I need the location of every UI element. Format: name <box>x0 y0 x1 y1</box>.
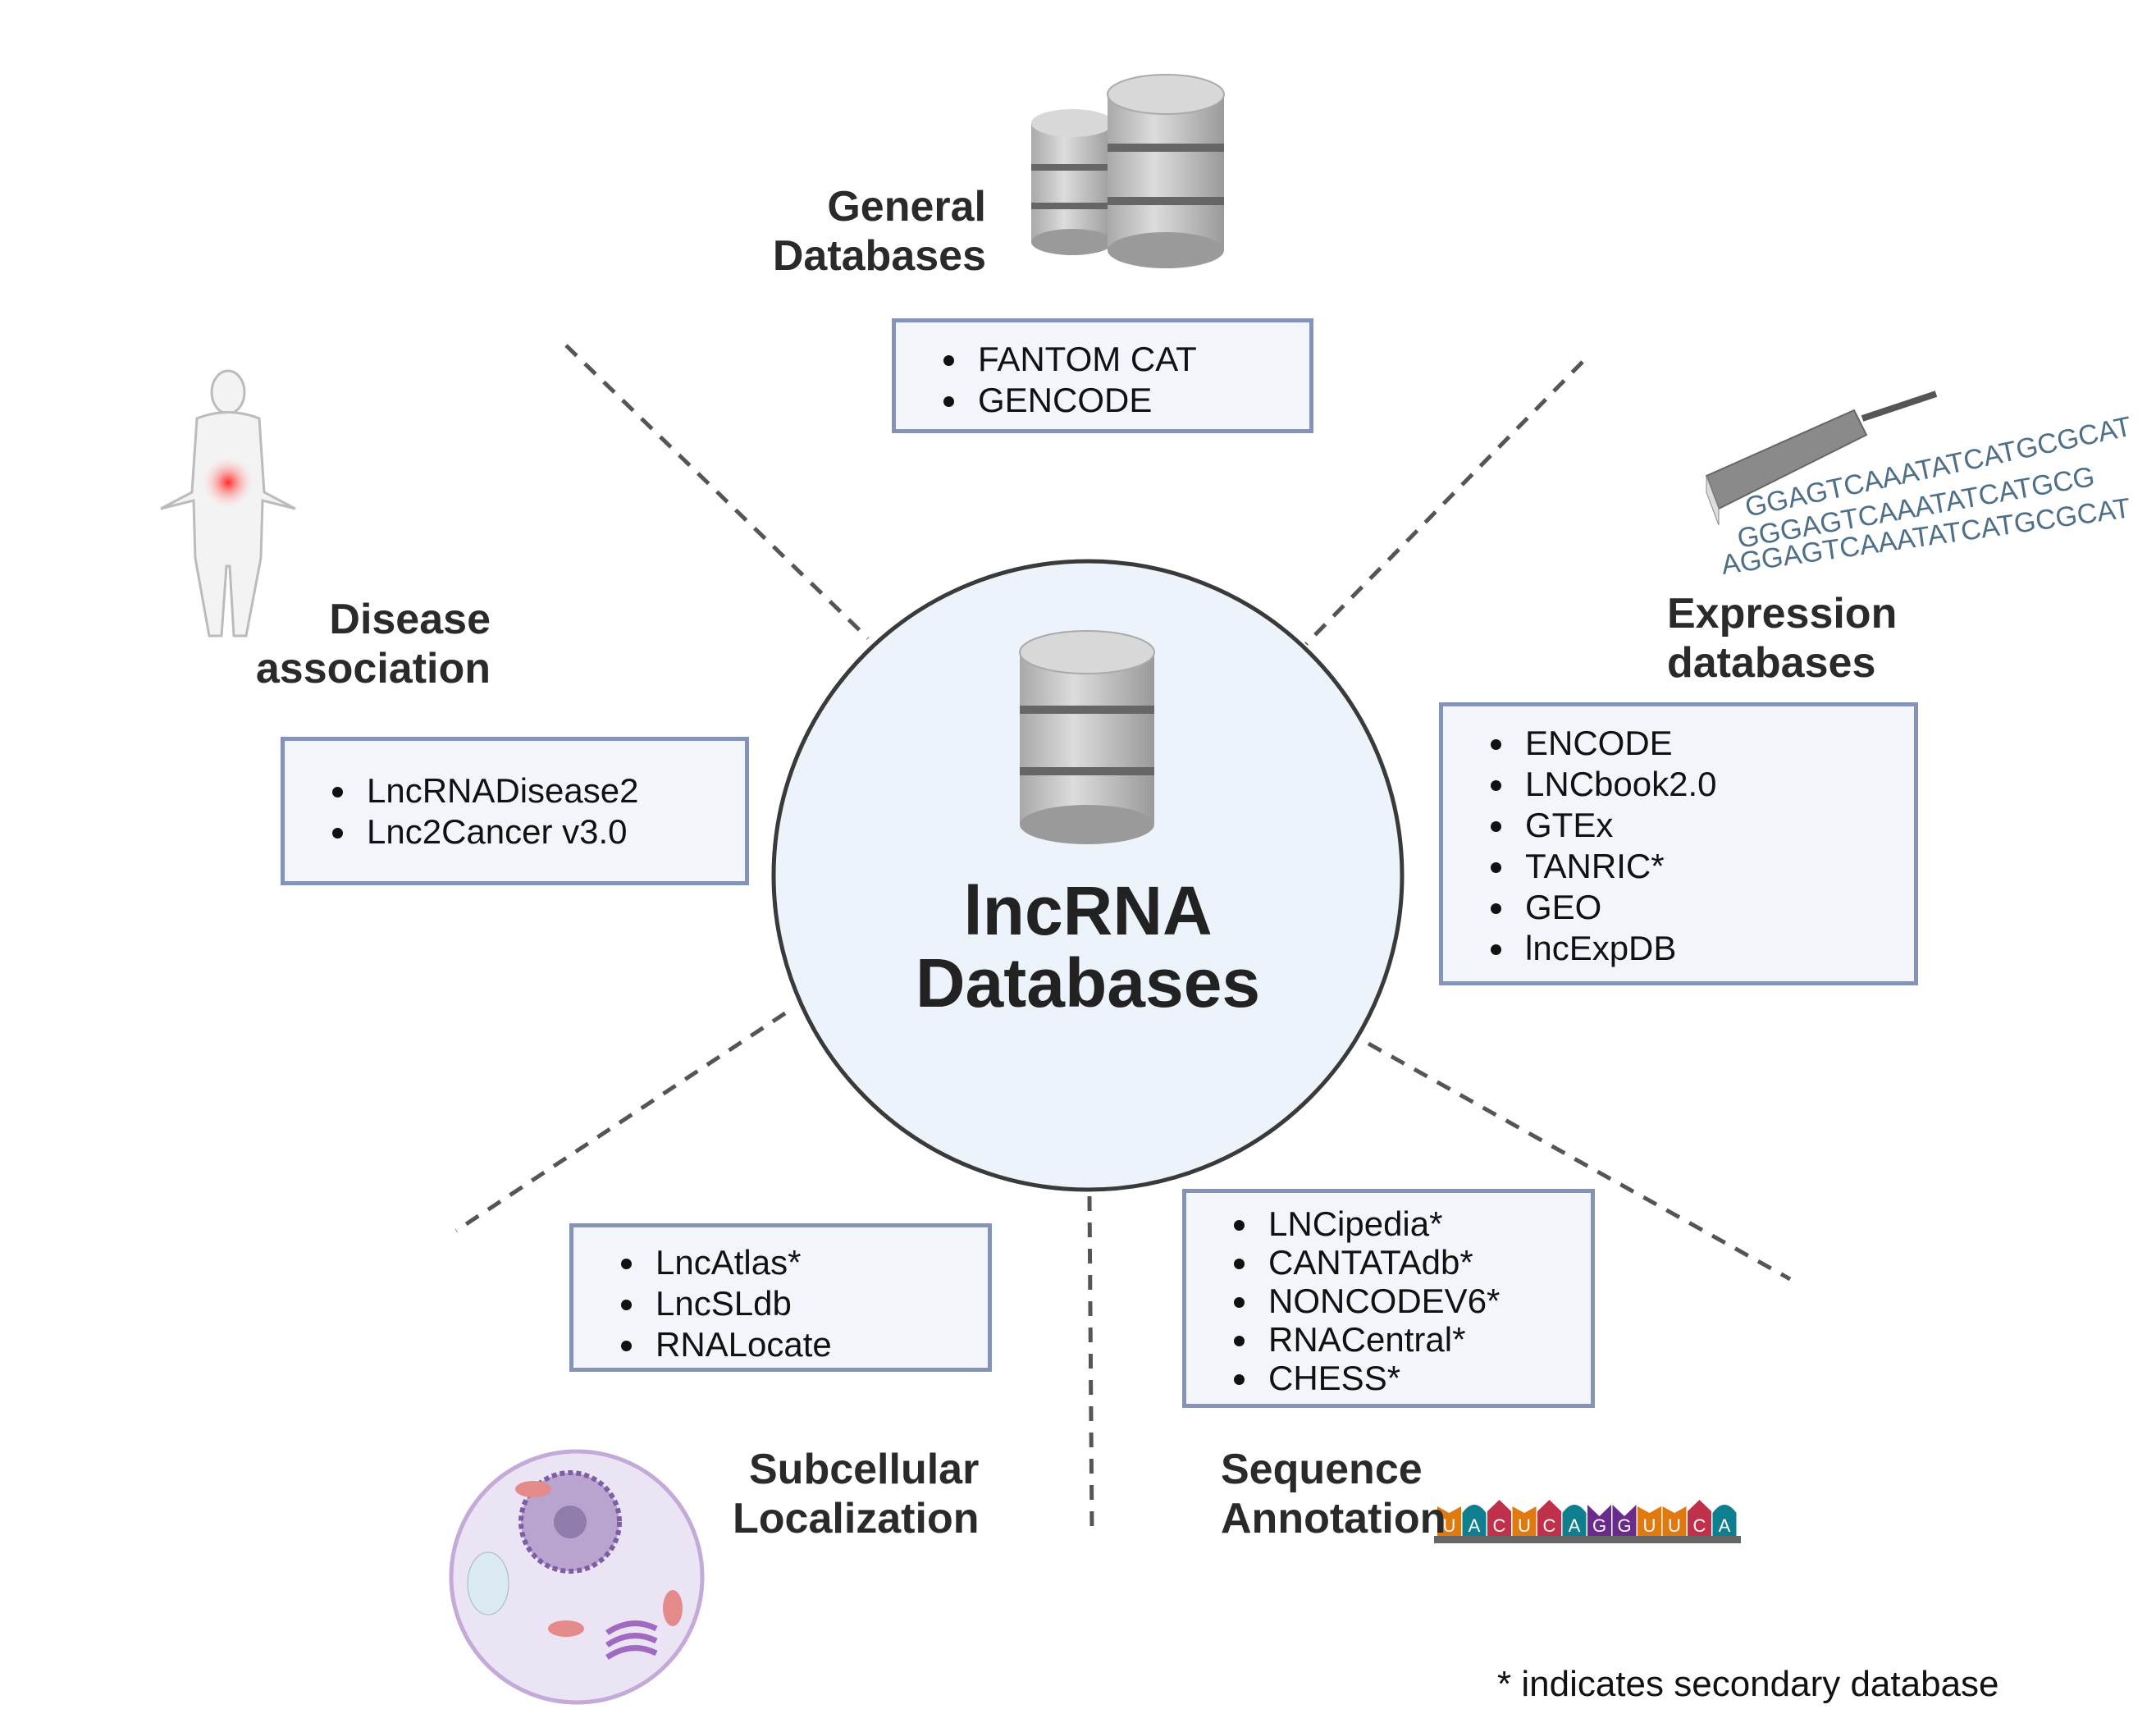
nucleotide-G <box>1587 1505 1611 1536</box>
list-item: CHESS* <box>1260 1359 1591 1397</box>
subcellular-title: Subcellular Localization <box>733 1445 979 1543</box>
subcellular-title-line2: Localization <box>733 1495 980 1542</box>
disease-title-line1: Disease <box>329 596 491 643</box>
footnote: * indicates secondary database <box>1497 1664 1999 1704</box>
nucleotide-letter: U <box>1643 1515 1656 1536</box>
nucleotide-letter: A <box>1469 1515 1481 1536</box>
disease-list-box: LncRNADisease2 Lnc2Cancer v3.0 <box>281 737 749 885</box>
nucleotide-G <box>1612 1505 1637 1536</box>
subcellular-list-box: LncAtlas* LncSLdb RNALocate <box>569 1223 992 1372</box>
center-title-line2: Databases <box>915 944 1261 1021</box>
nucleotide-C <box>1688 1500 1711 1536</box>
connector-subcellular <box>454 1011 787 1233</box>
center-circle <box>771 559 1405 1192</box>
expression-title-line1: Expression <box>1667 590 1898 638</box>
list-item: LncSLdb <box>647 1283 988 1324</box>
nucleotide-U <box>1437 1506 1461 1536</box>
disease-title-line2: association <box>255 645 491 692</box>
general-database-icon <box>1031 74 1225 268</box>
list-item: lncExpDB <box>1517 928 1914 969</box>
nucleotide-A <box>1462 1505 1487 1536</box>
list-item: Lnc2Cancer v3.0 <box>359 811 745 852</box>
list-item: GEO <box>1517 887 1914 928</box>
nucleotide-C <box>1537 1500 1561 1536</box>
list-item: FANTOM CAT <box>970 339 1309 380</box>
connector-disease <box>1087 1195 1094 1535</box>
nucleotide-U <box>1512 1506 1537 1536</box>
nucleotide-letter: U <box>1518 1515 1531 1536</box>
list-item: RNACentral* <box>1260 1320 1591 1359</box>
nucleotide-U <box>1638 1506 1661 1536</box>
sequence-title-line2: Annotation <box>1221 1495 1446 1542</box>
nucleotide-letter: C <box>1693 1515 1706 1536</box>
nucleotide-letter: G <box>1592 1515 1606 1536</box>
expression-title-line2: databases <box>1667 639 1876 687</box>
general-list-box: FANTOM CAT GENCODE <box>892 318 1313 433</box>
sequence-list-box: LNCipedia* CANTATAdb* NONCODEV6* RNACent… <box>1182 1189 1595 1408</box>
nucleotide-letter: A <box>1569 1515 1581 1536</box>
subcellular-title-line1: Subcellular <box>749 1446 980 1493</box>
nucleotide-U <box>1662 1506 1687 1536</box>
nucleotide-letter: G <box>1617 1515 1631 1536</box>
nucleotide-A <box>1712 1505 1737 1536</box>
nucleotide-C <box>1487 1500 1511 1536</box>
connector-expression <box>1304 360 1584 646</box>
list-item: GTEx <box>1517 805 1914 846</box>
list-item: GENCODE <box>970 380 1309 421</box>
rna-backbone <box>1434 1536 1741 1543</box>
nucleotide-letter: C <box>1543 1515 1556 1536</box>
list-item: ENCODE <box>1517 723 1914 764</box>
nucleotide-letter: C <box>1493 1515 1506 1536</box>
sequence-title-line1: Sequence <box>1221 1446 1423 1493</box>
list-item: TANRIC* <box>1517 846 1914 887</box>
general-title-line1: General <box>827 183 986 231</box>
nucleotide-letter: A <box>1719 1515 1731 1536</box>
list-item: NONCODEV6* <box>1260 1282 1591 1320</box>
disease-title: Disease association <box>164 595 491 693</box>
connector-sequence <box>1367 1041 1792 1282</box>
general-title-line2: Databases <box>772 232 986 280</box>
sequence-title: Sequence Annotation <box>1221 1445 1446 1543</box>
list-item: LncRNADisease2 <box>359 770 745 811</box>
list-item: RNALocate <box>647 1324 988 1365</box>
list-item: LncAtlas* <box>647 1242 988 1283</box>
nucleotide-letter: U <box>1443 1515 1456 1536</box>
connector-general <box>564 344 870 640</box>
nucleotide-letter: U <box>1668 1515 1681 1536</box>
sequencer-icon: GGAGTCAAATATCATGCGCAT GGGAGTCAAATATCATGC… <box>1705 391 2135 581</box>
expression-title: Expression databases <box>1667 589 1897 688</box>
general-title: General Databases <box>656 182 986 281</box>
center-database-icon <box>1019 630 1155 844</box>
cell-icon <box>449 1449 705 1705</box>
expression-list-box: ENCODE LNCbook2.0 GTEx TANRIC* GEO lncEx… <box>1439 702 1918 985</box>
center-title-line1: lncRNA <box>963 872 1213 949</box>
list-item: LNCbook2.0 <box>1517 764 1914 805</box>
nucleotide-A <box>1562 1505 1587 1536</box>
human-body-icon <box>160 369 296 638</box>
list-item: CANTATAdb* <box>1260 1243 1591 1282</box>
list-item: LNCipedia* <box>1260 1204 1591 1243</box>
